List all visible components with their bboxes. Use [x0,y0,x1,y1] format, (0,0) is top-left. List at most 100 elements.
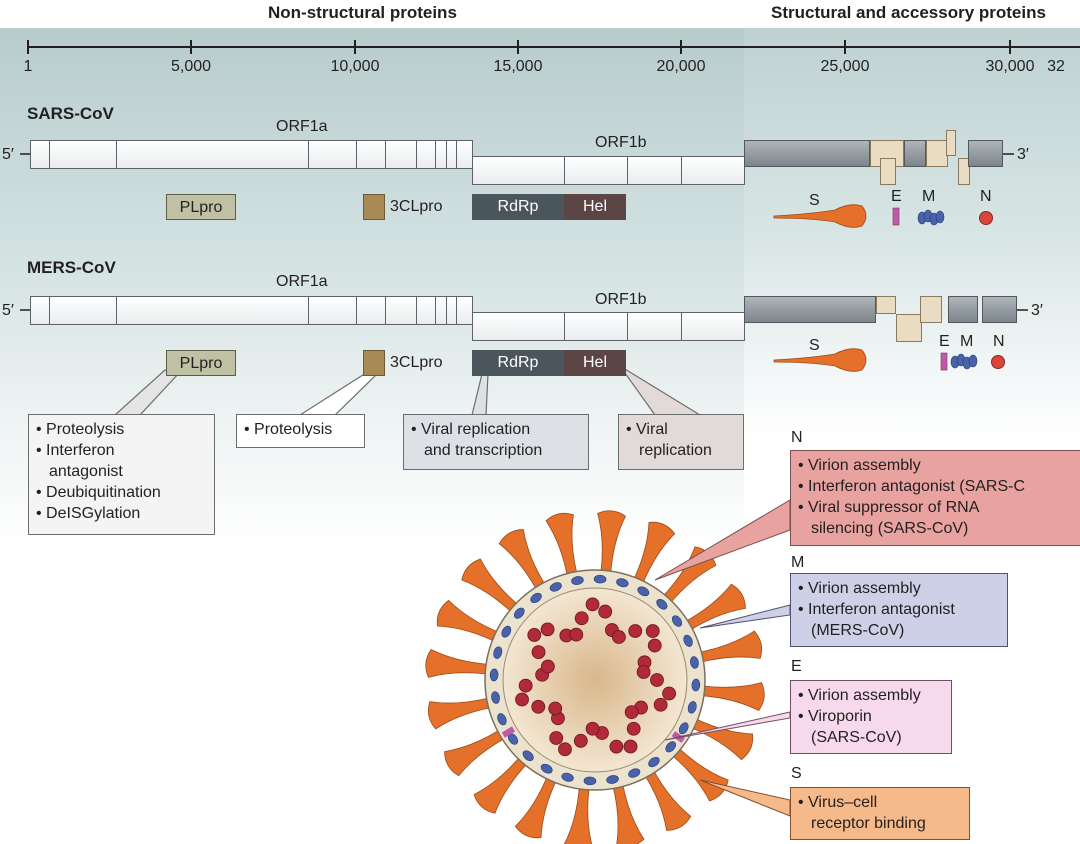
sars-orf1a-label: ORF1a [276,118,328,135]
n-protein [653,697,668,712]
sars-orf8 [958,158,970,185]
sars-three-prime: 3′ [1017,146,1029,163]
spike-protein [461,558,520,614]
mers-orf3 [876,296,896,314]
n-protein [585,721,600,736]
n-protein [531,645,546,660]
n-protein [609,739,624,754]
structural-background [744,28,1080,438]
spike-protein [514,774,558,839]
e-functions: • Virion assembly • Viroporin (SARS-CoV) [790,680,952,754]
sars-s-gene [744,140,870,167]
spike-protein [683,583,746,632]
s-functions: • Virus–cell receptor binding [790,787,970,840]
plpro-functions: • Proteolysis • Interferon antagonist • … [28,414,215,535]
mers-s-label: S [809,337,820,354]
spike-protein [563,784,593,844]
m-functions: • Virion assembly • Interferon antagonis… [790,573,1008,647]
mers-m-gene [948,296,978,323]
sars-m-label: M [922,188,936,205]
m-box-title: M [791,554,805,571]
m-protein [648,756,660,768]
axis-ticks [27,40,1011,54]
tick-label: 15,000 [493,58,543,75]
spike-protein [444,728,507,777]
sars-hel: Hel [564,194,626,220]
sars-n-protein-shape [979,211,993,225]
sars-rdrp: RdRp [472,194,564,220]
n-functions: • Virion assembly • Interferon antagonis… [790,450,1080,546]
n-protein [540,659,555,674]
mers-orf1a [30,296,473,325]
m-protein [497,713,507,726]
spike-protein [670,746,729,802]
n-protein [650,673,664,687]
spike-protein [425,648,491,678]
spike-protein [498,529,547,592]
tick-label: 10,000 [330,58,380,75]
mers-orf4 [896,314,922,342]
sars-five-prime: 5′ [2,146,14,163]
m-protein [678,722,689,735]
m-protein [491,691,500,704]
m-protein [687,701,697,714]
n-protein [527,628,542,642]
3clpro-functions: • Proteolysis [236,414,365,448]
sars-3clpro-label: 3CLpro [390,198,443,215]
spike-protein [699,682,765,712]
e-protein [501,726,516,738]
mers-m-protein-shape [950,353,978,370]
n-protein [531,699,546,714]
m-protein [593,574,607,584]
tick-label: 5,000 [170,58,212,75]
spike-protein [473,755,529,814]
mers-3clpro-box [363,350,385,376]
sars-plpro: PLpro [166,194,236,220]
m-protein [671,615,683,627]
n-protein [647,638,662,653]
n-protein [636,665,651,679]
m-protein [691,678,701,692]
sars-orf1b [472,156,745,185]
n-protein [549,731,564,745]
sars-orf1b-label: ORF1b [595,134,647,151]
m-protein [583,776,597,786]
mers-n-protein-shape [991,355,1005,369]
mers-rdrp: RdRp [472,350,564,376]
mers-n-label: N [993,333,1005,350]
spike-protein [597,510,627,576]
n-protein [515,692,529,707]
mers-m-label: M [960,333,974,350]
sars-orf3b [880,158,896,185]
mers-plpro: PLpro [166,350,236,376]
sars-e-label: E [891,188,902,205]
m-protein [571,576,584,585]
mers-s-gene [744,296,876,323]
spike-protein [427,697,493,730]
n-protein [624,705,639,720]
spike-protein [632,521,676,586]
spike-protein [436,599,501,643]
n-protein [628,624,643,638]
m-protein [656,599,668,610]
tick-label: 30,000 [985,58,1035,75]
mers-cov-label: MERS-CoV [27,258,116,277]
m-protein [561,772,574,782]
n-protein [548,701,563,716]
mers-e-label: E [939,333,950,350]
sars-s-protein-shape [773,204,867,228]
sars-orf6 [926,140,948,167]
n-pointer [654,499,791,581]
hel-functions: • Viral replication [618,414,744,470]
mers-five-prime: 5′ [2,302,14,319]
n-protein [662,686,677,701]
mers-3clpro-label: 3CLpro [390,354,443,371]
m-protein [683,634,693,647]
virion-illustration [425,510,765,844]
n-box-title: N [791,429,803,446]
sars-orf7 [946,130,956,156]
rdrp-functions: • Viral replication and transcription [403,414,589,470]
m-protein [540,763,553,774]
mers-orf1b-label: ORF1b [595,291,647,308]
